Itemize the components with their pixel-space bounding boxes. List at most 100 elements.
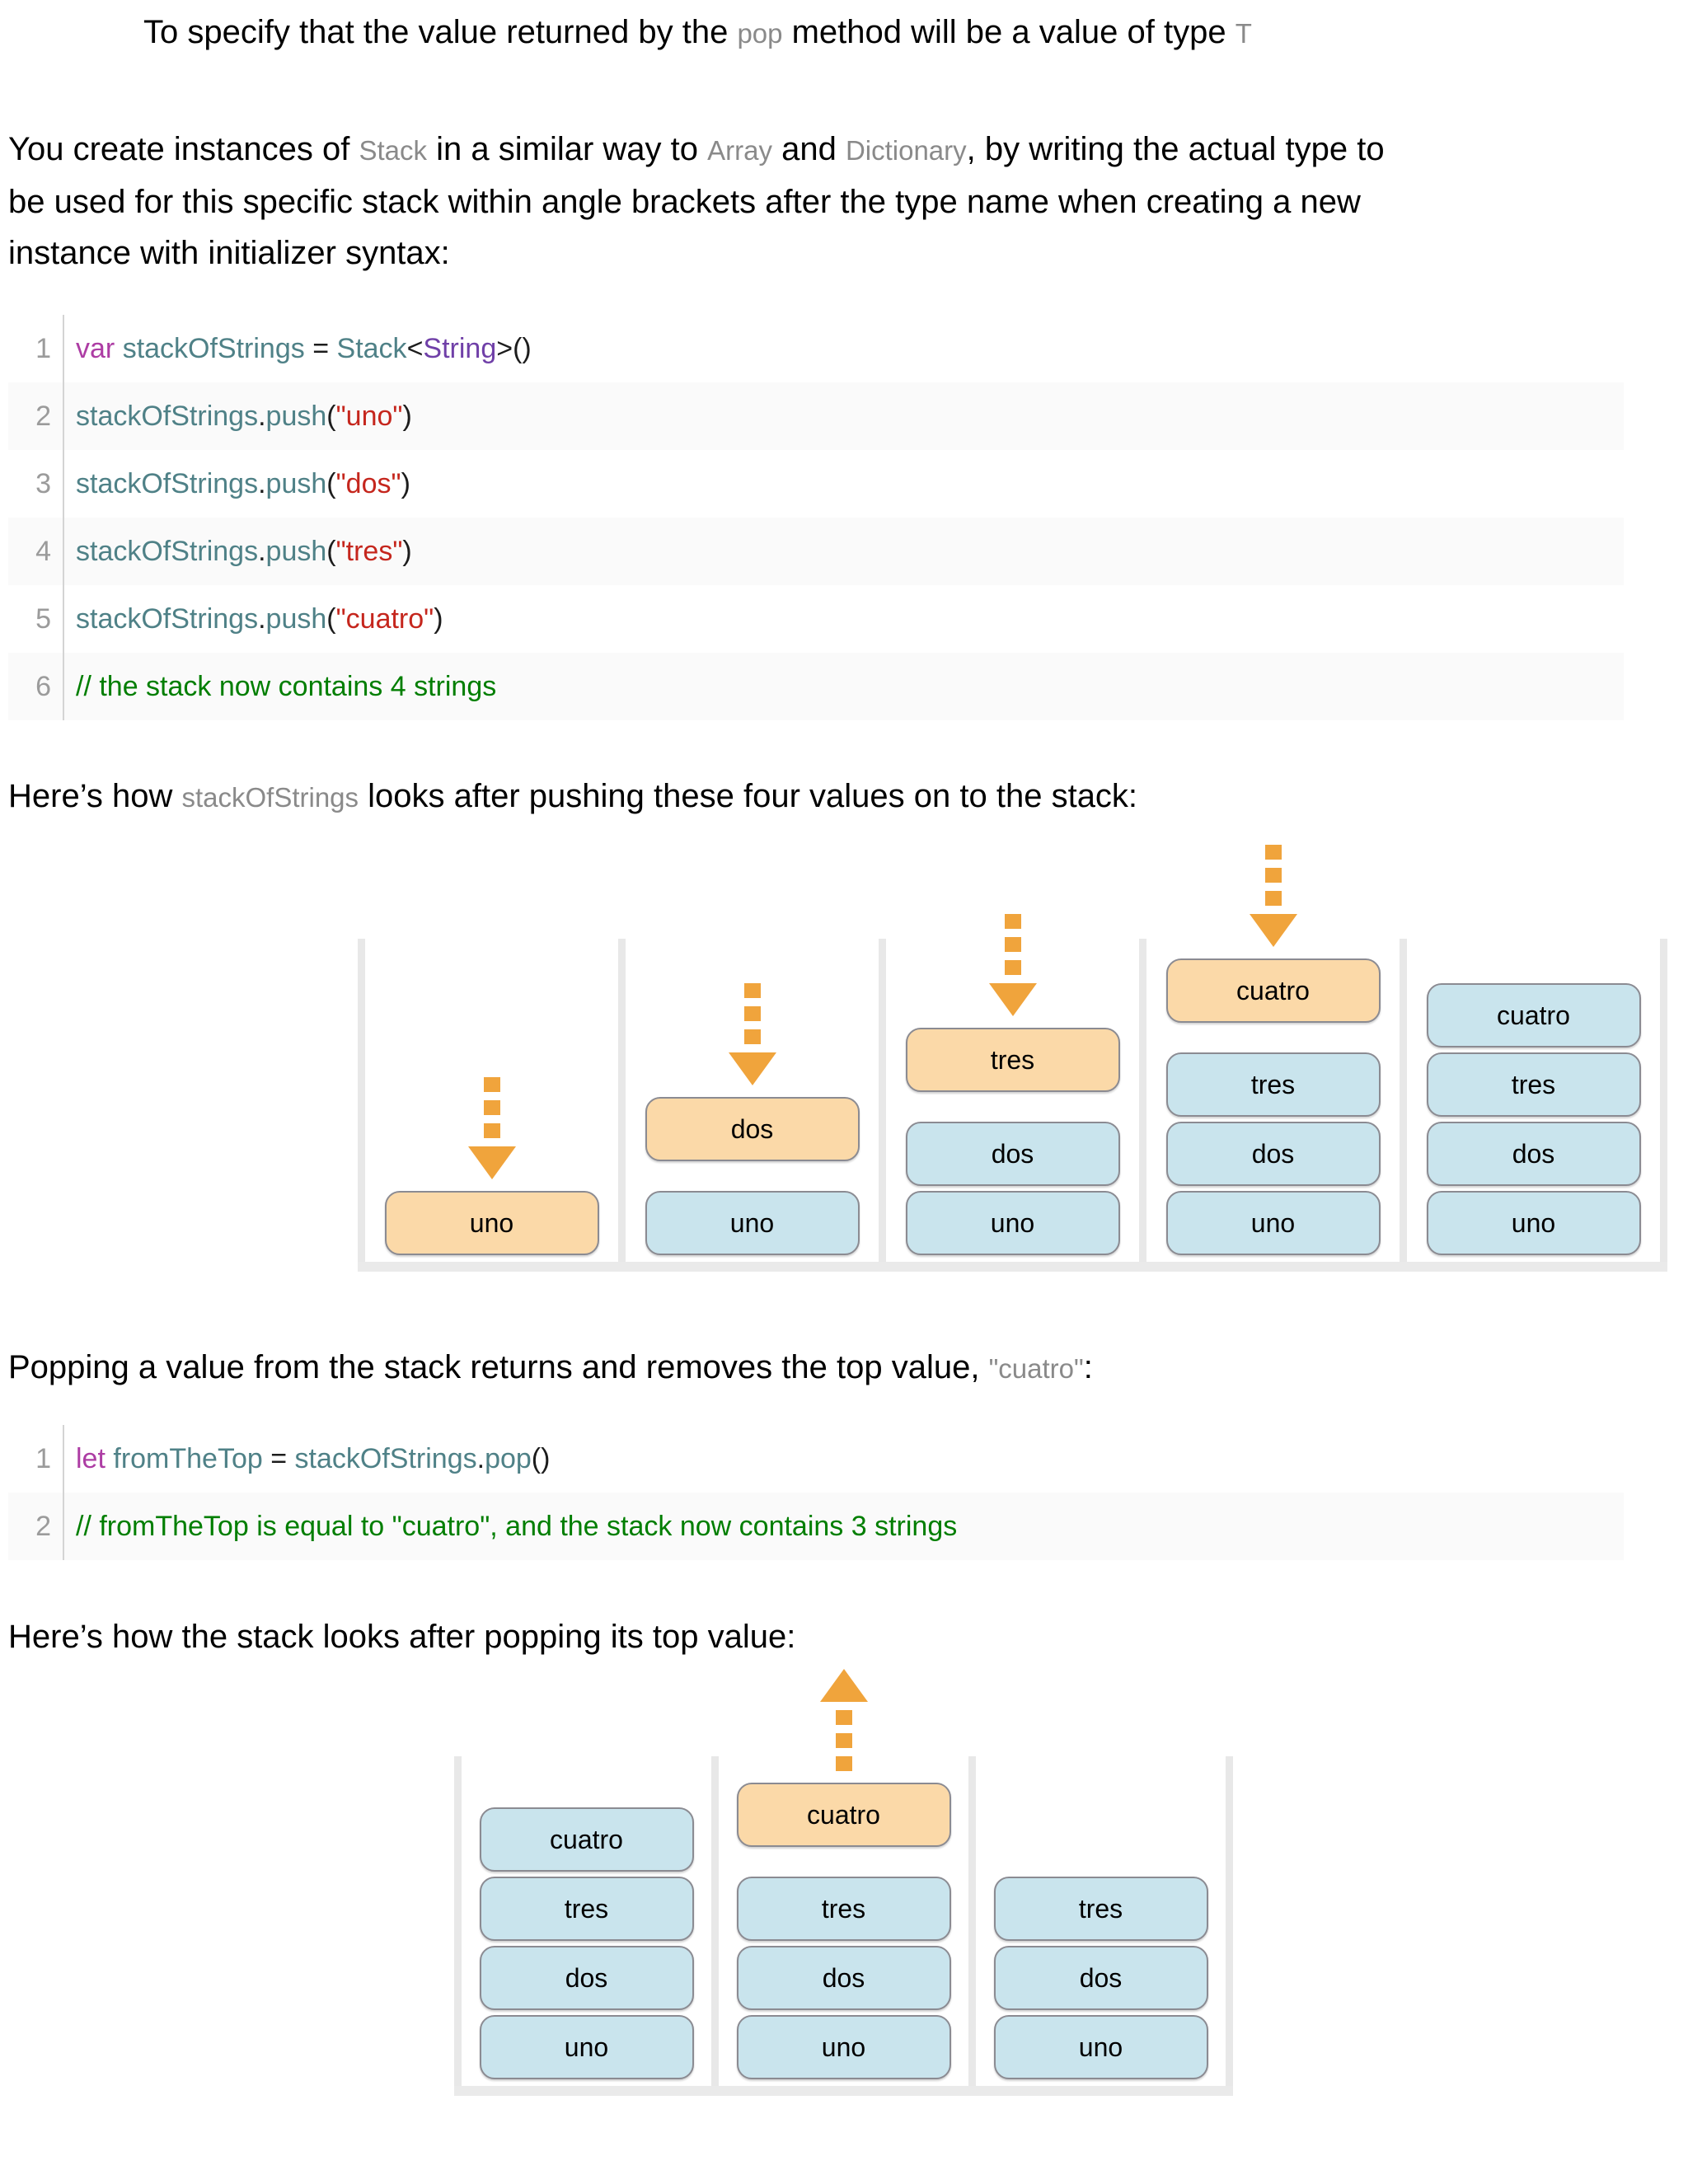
arrow-dash	[743, 983, 761, 998]
code-text: // fromTheTop is equal to "cuatro", and …	[64, 1511, 957, 1543]
code-text: stackOfStrings.push("dos")	[64, 468, 410, 500]
text-run: and	[771, 131, 846, 167]
stack-value-box: dos	[1426, 1122, 1641, 1186]
arrow-head	[819, 1669, 868, 1702]
arrow-dash	[1004, 937, 1021, 952]
code-token-id: push	[265, 467, 327, 499]
stack-value-box: dos	[736, 1946, 951, 2010]
text-run: .	[258, 400, 266, 432]
text-run: .	[258, 602, 266, 635]
line-number: 1	[8, 1425, 64, 1493]
stack-value-box: dos	[479, 1946, 694, 2010]
line-number: 1	[8, 315, 64, 382]
text-run: in a similar way to	[427, 131, 708, 167]
text-run: <	[406, 332, 424, 364]
arrow-head	[728, 1052, 776, 1085]
code-token-id: fromTheTop	[113, 1442, 263, 1474]
stack-value-box: cuatro	[479, 1807, 694, 1872]
code-token-str: "cuatro"	[335, 602, 434, 635]
code-token-id: push	[265, 400, 327, 432]
paragraph-create-instances: You create instances of Stack in a simil…	[8, 124, 1385, 279]
arrow-head	[988, 983, 1037, 1016]
stack-value-box: tres	[993, 1877, 1208, 1941]
inline-code: Stack	[359, 135, 428, 166]
inline-code: stackOfStrings	[181, 782, 359, 813]
code-token-id: stackOfStrings	[76, 400, 259, 432]
text-run: ()	[531, 1442, 551, 1474]
stack-state-column: uno	[358, 939, 618, 1262]
arrow-dash	[483, 1123, 500, 1138]
code-token-str: "uno"	[335, 400, 403, 432]
code-token-kw: var	[76, 332, 115, 364]
text-run: >()	[496, 332, 532, 364]
text-run: Here’s how	[8, 778, 182, 814]
text-run: )	[402, 535, 412, 567]
text-run: To specify that the value returned by th…	[143, 14, 738, 50]
text-run: :	[1083, 1349, 1093, 1385]
stack-value-box: uno	[1165, 1191, 1381, 1255]
pop-arrow-icon	[819, 1669, 868, 1771]
code-line: 6 // the stack now contains 4 strings	[8, 653, 1624, 720]
text-run	[115, 333, 122, 364]
stack-value-box: uno	[1426, 1191, 1641, 1255]
inline-code: "cuatro"	[988, 1353, 1084, 1384]
text-run: Popping a value from the stack returns a…	[8, 1349, 989, 1385]
stack-value-box: dos	[1165, 1122, 1381, 1186]
stack-value-box: cuatro	[1165, 958, 1381, 1023]
text-run: =	[262, 1442, 295, 1474]
inline-code: T	[1235, 18, 1252, 49]
arrow-head	[1249, 914, 1297, 947]
stack-value-box: uno	[736, 2015, 951, 2079]
arrow-dash	[483, 1100, 500, 1115]
arrow-head	[467, 1146, 516, 1179]
arrow-dash	[1004, 960, 1021, 975]
text-run: .	[258, 535, 266, 567]
stack-value-box: cuatro	[1426, 983, 1641, 1047]
push-arrow-icon	[728, 983, 776, 1085]
text-run: .	[476, 1442, 485, 1474]
code-token-cmt: // the stack now contains 4 strings	[76, 670, 497, 702]
line-number: 3	[8, 450, 64, 518]
code-token-id: stackOfStrings	[294, 1442, 477, 1474]
line-number: 6	[8, 653, 64, 720]
inline-code: Array	[707, 135, 772, 166]
code-text: stackOfStrings.push("cuatro")	[64, 603, 443, 635]
code-token-id: Stack	[336, 332, 407, 364]
text-run: You create instances of	[8, 131, 359, 167]
text-run: =	[304, 332, 337, 364]
arrow-dash	[835, 1710, 852, 1725]
text-run: )	[434, 602, 443, 635]
arrow-dash	[1264, 845, 1282, 860]
code-text: stackOfStrings.push("tres")	[64, 536, 412, 568]
code-text: // the stack now contains 4 strings	[64, 671, 496, 703]
text-run: method will be a value of type	[782, 14, 1236, 50]
stack-value-box: uno	[645, 1191, 860, 1255]
arrow-dash	[483, 1077, 500, 1092]
text-run: (	[326, 467, 336, 499]
push-arrow-icon	[467, 1077, 516, 1179]
arrow-dash	[743, 1029, 761, 1044]
stack-value-box: uno	[993, 2015, 1208, 2079]
stack-value-box: dos	[993, 1946, 1208, 2010]
code-text: let fromTheTop = stackOfStrings.pop()	[64, 1443, 550, 1475]
push-arrow-icon	[1249, 845, 1297, 947]
code-token-type: String	[423, 332, 497, 364]
code-token-id: pop	[485, 1442, 532, 1474]
code-token-id: stackOfStrings	[76, 602, 259, 635]
code-text: stackOfStrings.push("uno")	[64, 401, 412, 433]
stack-value-box: tres	[905, 1028, 1120, 1092]
text-run: .	[258, 467, 266, 499]
